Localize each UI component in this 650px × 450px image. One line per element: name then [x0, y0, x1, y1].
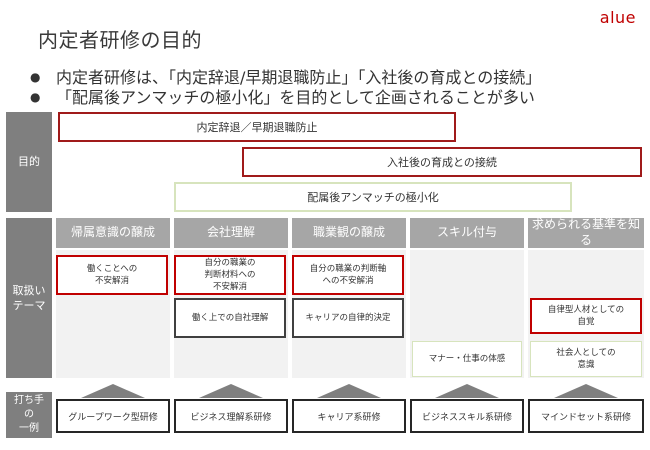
pointer-triangle-icon — [199, 384, 263, 398]
pointer-triangle-icon — [317, 384, 381, 398]
purpose-bar-onboarding-link: 入社後の育成との接続 — [242, 147, 642, 177]
row-label-examples: 打ち手 の 一例 — [6, 392, 52, 438]
bullet-dot-icon: ● — [30, 70, 41, 84]
theme-box: 働く上での自社理解 — [174, 298, 286, 338]
column-header: 求められる基準を知る — [528, 217, 644, 248]
pointer-triangle-icon — [81, 384, 145, 398]
slide-title: 内定者研修の目的 — [38, 28, 202, 52]
column-header: 会社理解 — [174, 218, 288, 248]
bullet-item: ● 内定者研修は、「内定辞退/早期退職防止」「入社後の育成との接続」 — [30, 64, 541, 88]
bullet-text: 「配属後アンマッチの極小化」を目的として企画されることが多い — [56, 88, 535, 107]
example-box: キャリア系研修 — [292, 399, 406, 433]
example-box: ビジネス理解系研修 — [174, 399, 288, 433]
brand-logo: alue — [599, 8, 636, 27]
bullet-text: 内定者研修は、「内定辞退/早期退職防止」「入社後の育成との接続」 — [56, 68, 542, 87]
pointer-triangle-icon — [554, 384, 618, 398]
purpose-bar-mismatch-minimize: 配属後アンマッチの極小化 — [174, 182, 572, 212]
row-label-themes: 取扱い テーマ — [6, 218, 52, 378]
theme-box: マナー・仕事の体感 — [412, 341, 522, 377]
row-label-purpose: 目的 — [6, 112, 52, 212]
example-box: マインドセット系研修 — [528, 399, 644, 433]
column-header: スキル付与 — [410, 218, 524, 248]
theme-box: 自分の職業の判断軸 への不安解消 — [292, 255, 404, 295]
theme-box: 自分の職業の 判断材料への 不安解消 — [174, 255, 286, 295]
pointer-triangle-icon — [435, 384, 499, 398]
theme-box: キャリアの自律的決定 — [292, 298, 404, 338]
bullet-dot-icon: ● — [30, 90, 41, 104]
bullet-item: ● 「配属後アンマッチの極小化」を目的として企画されることが多い — [30, 84, 535, 108]
example-box: ビジネススキル系研修 — [410, 399, 524, 433]
theme-box: 社会人としての 意識 — [530, 341, 642, 377]
purpose-bar-prevent-decline: 内定辞退／早期退職防止 — [58, 112, 456, 142]
column-header: 帰属意識の醸成 — [56, 218, 170, 248]
column-header: 職業観の醸成 — [292, 218, 406, 248]
example-box: グループワーク型研修 — [56, 399, 170, 433]
theme-box: 働くことへの 不安解消 — [56, 255, 168, 295]
theme-box: 自律型人材としての 自覚 — [530, 298, 642, 334]
